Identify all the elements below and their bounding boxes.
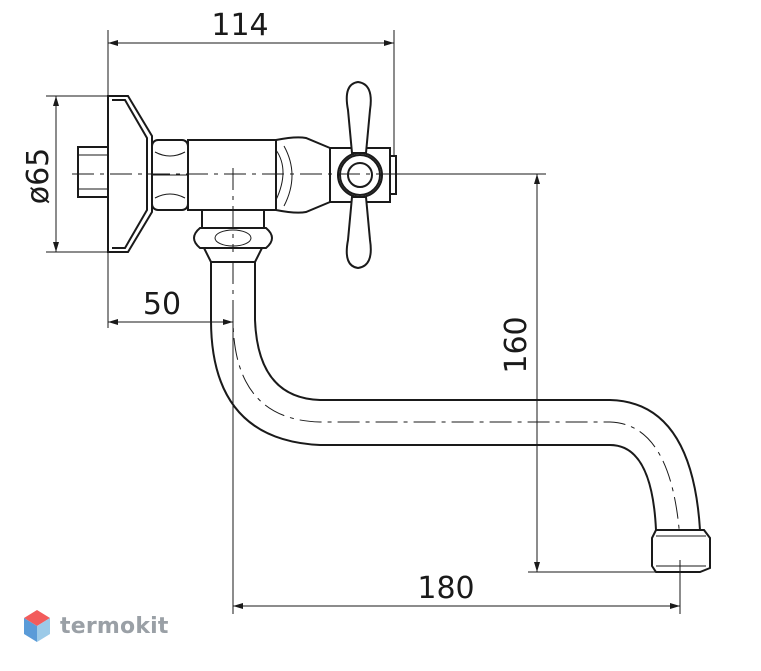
cross-handle (339, 80, 381, 270)
spout-tube (210, 262, 701, 541)
dimension-180-label: 180 (417, 571, 474, 606)
valve-body (187, 136, 331, 214)
dimension-50-label: 50 (143, 287, 181, 322)
termokit-logo: termokit (22, 606, 169, 646)
wall-inlet-stub (77, 146, 109, 198)
termokit-logo-icon (24, 610, 50, 642)
dimension-flange-diameter: ø65 (21, 95, 108, 253)
spout-nozzle (651, 529, 711, 573)
dimension-114-label: 114 (211, 8, 268, 43)
dimension-diameter-label: ø65 (21, 148, 56, 205)
termokit-logo-text: termokit (60, 613, 169, 639)
spout-connector (193, 209, 273, 263)
dimension-160-label: 160 (499, 316, 534, 373)
dimension-height: 160 (396, 173, 700, 573)
dimension-wall-to-spout: 50 (107, 252, 233, 328)
dimension-reach: 180 (232, 322, 681, 614)
dimension-width-top: 114 (107, 8, 395, 156)
hex-nut (151, 139, 189, 211)
